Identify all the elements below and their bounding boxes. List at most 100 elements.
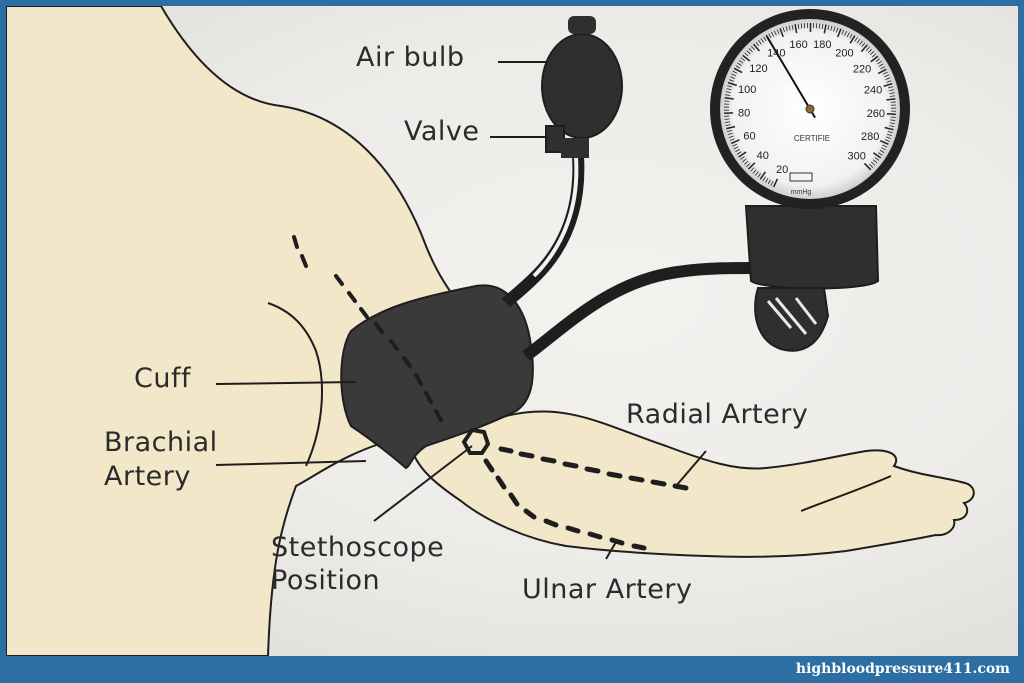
gauge-holder bbox=[744, 205, 880, 290]
gauge-tick bbox=[754, 171, 759, 176]
label-air-bulb: Air bulb bbox=[356, 42, 465, 73]
gauge-tick bbox=[827, 25, 830, 31]
gauge-tick bbox=[750, 167, 755, 172]
diagram-canvas: 2040608010012014016018020022024026028030… bbox=[6, 6, 1018, 656]
gauge-tick bbox=[889, 125, 895, 128]
gauge-tick bbox=[794, 24, 798, 34]
gauge-tick bbox=[877, 68, 887, 75]
cuff-shape bbox=[340, 284, 534, 470]
gauge-tick bbox=[726, 129, 732, 133]
gauge-tick bbox=[882, 144, 888, 148]
gauge-tick bbox=[886, 113, 896, 116]
gauge-tick bbox=[788, 25, 791, 31]
gauge-tick bbox=[724, 97, 734, 100]
gauge-tick bbox=[746, 50, 751, 55]
gauge-scale-label: 120 bbox=[749, 63, 767, 75]
label-ulnar-artery: Ulnar Artery bbox=[522, 574, 693, 605]
gauge-tick bbox=[886, 98, 896, 101]
gauge-tick bbox=[867, 48, 873, 53]
gauge-tick bbox=[738, 151, 747, 158]
gauge-tick bbox=[736, 151, 742, 155]
gauge-tick bbox=[878, 63, 884, 67]
gauge-tick bbox=[871, 161, 876, 166]
gauge-tick bbox=[872, 152, 882, 159]
gauge-tick bbox=[865, 46, 870, 51]
gauge-tick bbox=[836, 28, 842, 38]
gauge-tick bbox=[768, 33, 772, 39]
gauge-tick bbox=[874, 157, 880, 161]
gauge-tick bbox=[886, 133, 892, 137]
gauge-tick bbox=[757, 173, 762, 178]
leader-ulnar bbox=[605, 541, 617, 560]
gauge-tick bbox=[887, 130, 893, 134]
gauge-tick bbox=[854, 37, 858, 42]
gauge-tick bbox=[763, 36, 767, 42]
gauge-tick bbox=[782, 27, 785, 33]
gauge-scale-label: 240 bbox=[864, 85, 882, 97]
ulnar-artery-dashes bbox=[483, 458, 647, 551]
thumb-line bbox=[800, 475, 892, 512]
gauge-unit: mmHg bbox=[791, 189, 812, 196]
gauge-tick bbox=[785, 26, 788, 32]
gauge-tick bbox=[742, 158, 747, 163]
gauge-tick bbox=[889, 122, 895, 125]
gauge-pivot bbox=[805, 104, 815, 114]
gauge-tick bbox=[869, 163, 874, 168]
leader-cuff bbox=[215, 381, 357, 385]
gauge-tick bbox=[844, 31, 847, 36]
gauge-scale-label: 160 bbox=[789, 39, 807, 51]
gauge-tick bbox=[870, 55, 879, 63]
gauge-tick bbox=[735, 148, 740, 153]
gauge-tick bbox=[849, 35, 856, 44]
gauge-tick bbox=[740, 156, 745, 160]
gauge-tick bbox=[883, 82, 893, 88]
gauge-tick bbox=[779, 28, 784, 38]
gauge-tick bbox=[742, 54, 751, 62]
gauge-tick bbox=[878, 152, 883, 156]
gauge-tick bbox=[776, 29, 780, 35]
gauge-tick bbox=[755, 41, 760, 47]
gauge-tick bbox=[821, 23, 824, 29]
gauge-tick bbox=[758, 40, 762, 45]
gauge-tick bbox=[888, 89, 894, 92]
gauge-ticks bbox=[724, 22, 896, 188]
gauge-tick bbox=[881, 147, 886, 151]
gauge-tick bbox=[767, 179, 771, 185]
gauge-scale-label: 20 bbox=[776, 164, 788, 176]
gauge-tick bbox=[765, 178, 769, 183]
leader-brachial bbox=[215, 460, 367, 466]
gauge-tube bbox=[522, 262, 752, 361]
clip-highlights bbox=[766, 297, 818, 335]
gauge-tick bbox=[884, 126, 894, 131]
gauge-tick bbox=[888, 86, 894, 89]
gauge-tick bbox=[879, 149, 885, 153]
gauge-tick bbox=[725, 91, 731, 94]
gauge-tick bbox=[872, 159, 878, 164]
gauge-tick bbox=[861, 42, 866, 47]
gauge-tick bbox=[750, 45, 755, 51]
pressure-gauge: 2040608010012014016018020022024026028030… bbox=[710, 9, 910, 209]
gauge-tick bbox=[729, 79, 734, 82]
bulb-tube-highlight bbox=[532, 157, 579, 278]
air-bulb bbox=[541, 33, 623, 139]
gauge-tick bbox=[849, 33, 853, 39]
label-brachial-line2: Artery bbox=[104, 461, 191, 492]
gauge-tick bbox=[875, 58, 880, 62]
gauge-tick bbox=[724, 118, 730, 120]
gauge-tick bbox=[859, 40, 863, 46]
gauge-scale-label: 60 bbox=[743, 130, 755, 142]
label-valve: Valve bbox=[404, 116, 480, 147]
gauge-tick bbox=[823, 24, 827, 34]
gauge-scale-labels: 2040608010012014016018020022024026028030… bbox=[738, 39, 885, 176]
gauge-tick bbox=[760, 38, 765, 43]
footer-url: highbloodpressure411.com bbox=[795, 661, 1010, 677]
leader-lines bbox=[215, 61, 707, 560]
gauge-tick bbox=[889, 95, 896, 97]
gauge-tick bbox=[889, 92, 895, 95]
gauge-tick bbox=[884, 74, 890, 78]
gauge-tick bbox=[833, 26, 836, 32]
gauge-tick bbox=[770, 180, 774, 186]
bulb-tube bbox=[501, 155, 585, 308]
label-brachial-line1: Brachial bbox=[104, 427, 218, 458]
